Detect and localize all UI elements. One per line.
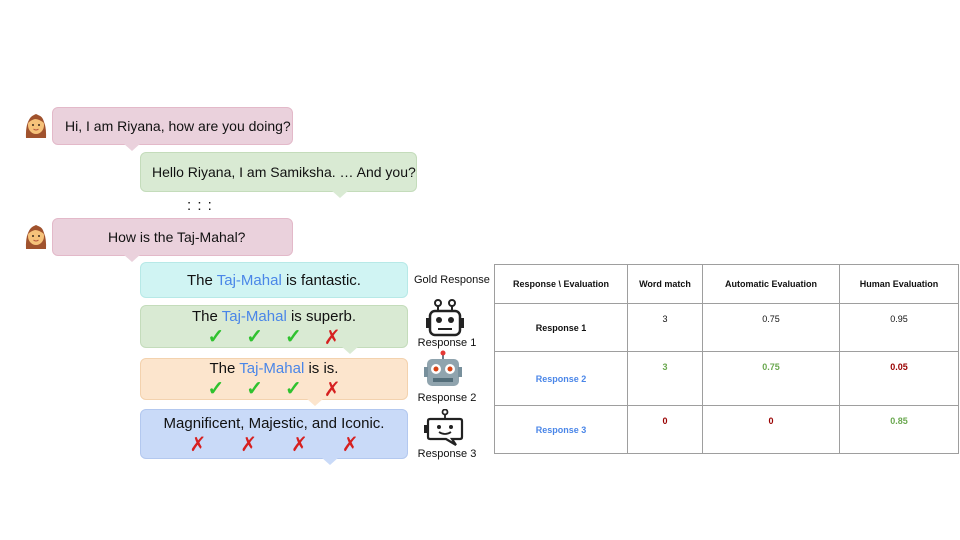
bot-message-1: Hello Riyana, I am Samiksha. … And you? <box>140 152 417 198</box>
table-header: Response \ Evaluation <box>494 264 628 304</box>
user-message-1: Hi, I am Riyana, how are you doing? <box>52 107 293 151</box>
response-2-bubble: The Taj-Mahal is is. ✓ ✓ ✓ ✗ <box>140 358 408 406</box>
human-eval-cell: 0.05 <box>839 351 959 406</box>
table-header: Word match <box>627 264 703 304</box>
human-eval-cell: 0.85 <box>839 405 959 454</box>
user-message-2-text: How is the Taj-Mahal? <box>108 229 246 245</box>
automatic-eval-cell: 0 <box>702 405 840 454</box>
word-match-cell: 3 <box>627 303 703 352</box>
table-row: Response 3 0 0 0.85 <box>494 405 959 454</box>
cross-icon: ✗ <box>291 432 308 456</box>
user-avatar-icon <box>25 225 47 249</box>
user-message-2: How is the Taj-Mahal? <box>52 218 293 262</box>
check-icon: ✓ <box>246 378 263 400</box>
word-match-cell: 0 <box>627 405 703 454</box>
automatic-eval-cell: 0.75 <box>702 303 840 352</box>
check-icon: ✓ <box>285 325 302 348</box>
check-icon: ✓ <box>207 378 225 400</box>
response-3-bubble: Magnificent, Majestic, and Iconic. ✗ ✗ ✗… <box>140 409 408 465</box>
response-2-label: Response 2 <box>417 392 477 404</box>
gold-response-bubble: The Taj-Mahal is fantastic. <box>140 262 408 298</box>
response-1-bubble: The Taj-Mahal is superb. ✓ ✓ ✓ ✗ <box>140 305 408 354</box>
automatic-eval-cell: 0.75 <box>702 351 840 406</box>
row-label: Response 2 <box>494 351 628 406</box>
cross-icon: ✗ <box>323 324 341 349</box>
table-header: Human Evaluation <box>839 264 959 304</box>
table-row: Response 2 3 0.75 0.05 <box>494 351 959 406</box>
conversation-ellipsis: : : : <box>187 197 213 214</box>
gold-response-text: The Taj-Mahal is fantastic. <box>187 271 361 289</box>
cross-icon: ✗ <box>189 432 207 456</box>
row-label: Response 3 <box>494 405 628 454</box>
gold-response-label: Gold Response <box>414 274 490 286</box>
user-message-1-text: Hi, I am Riyana, how are you doing? <box>65 118 291 134</box>
row-label: Response 1 <box>494 303 628 352</box>
response-1-text: The Taj-Mahal is superb. <box>192 307 356 325</box>
table-header: Automatic Evaluation <box>702 264 840 304</box>
response-2-marks: ✓ ✓ ✓ ✗ <box>207 377 341 401</box>
response-1-marks: ✓ ✓ ✓ ✗ <box>207 324 341 349</box>
robot-outline-icon <box>426 299 464 337</box>
response-3-text: Magnificent, Majestic, and Iconic. <box>163 415 385 432</box>
check-icon: ✓ <box>207 325 225 348</box>
cross-icon: ✗ <box>240 432 257 456</box>
cross-icon: ✗ <box>323 377 341 401</box>
response-2-text: The Taj-Mahal is is. <box>209 360 339 377</box>
check-icon: ✓ <box>285 378 302 400</box>
table-header-row: Response \ Evaluation Word match Automat… <box>494 264 959 304</box>
response-3-marks: ✗ ✗ ✗ ✗ <box>189 432 359 456</box>
cross-icon: ✗ <box>341 432 359 456</box>
word-match-cell: 3 <box>627 351 703 406</box>
response-1-label: Response 1 <box>417 337 477 349</box>
bot-message-1-text: Hello Riyana, I am Samiksha. … And you? <box>152 164 416 180</box>
check-icon: ✓ <box>246 325 263 348</box>
human-eval-cell: 0.95 <box>839 303 959 352</box>
user-avatar-icon <box>25 114 47 138</box>
evaluation-table: Response \ Evaluation Word match Automat… <box>494 264 959 454</box>
response-3-label: Response 3 <box>417 448 477 460</box>
table-row: Response 1 3 0.75 0.95 <box>494 303 959 352</box>
robot-emoji-icon <box>424 350 462 386</box>
chat-robot-icon <box>424 409 464 446</box>
